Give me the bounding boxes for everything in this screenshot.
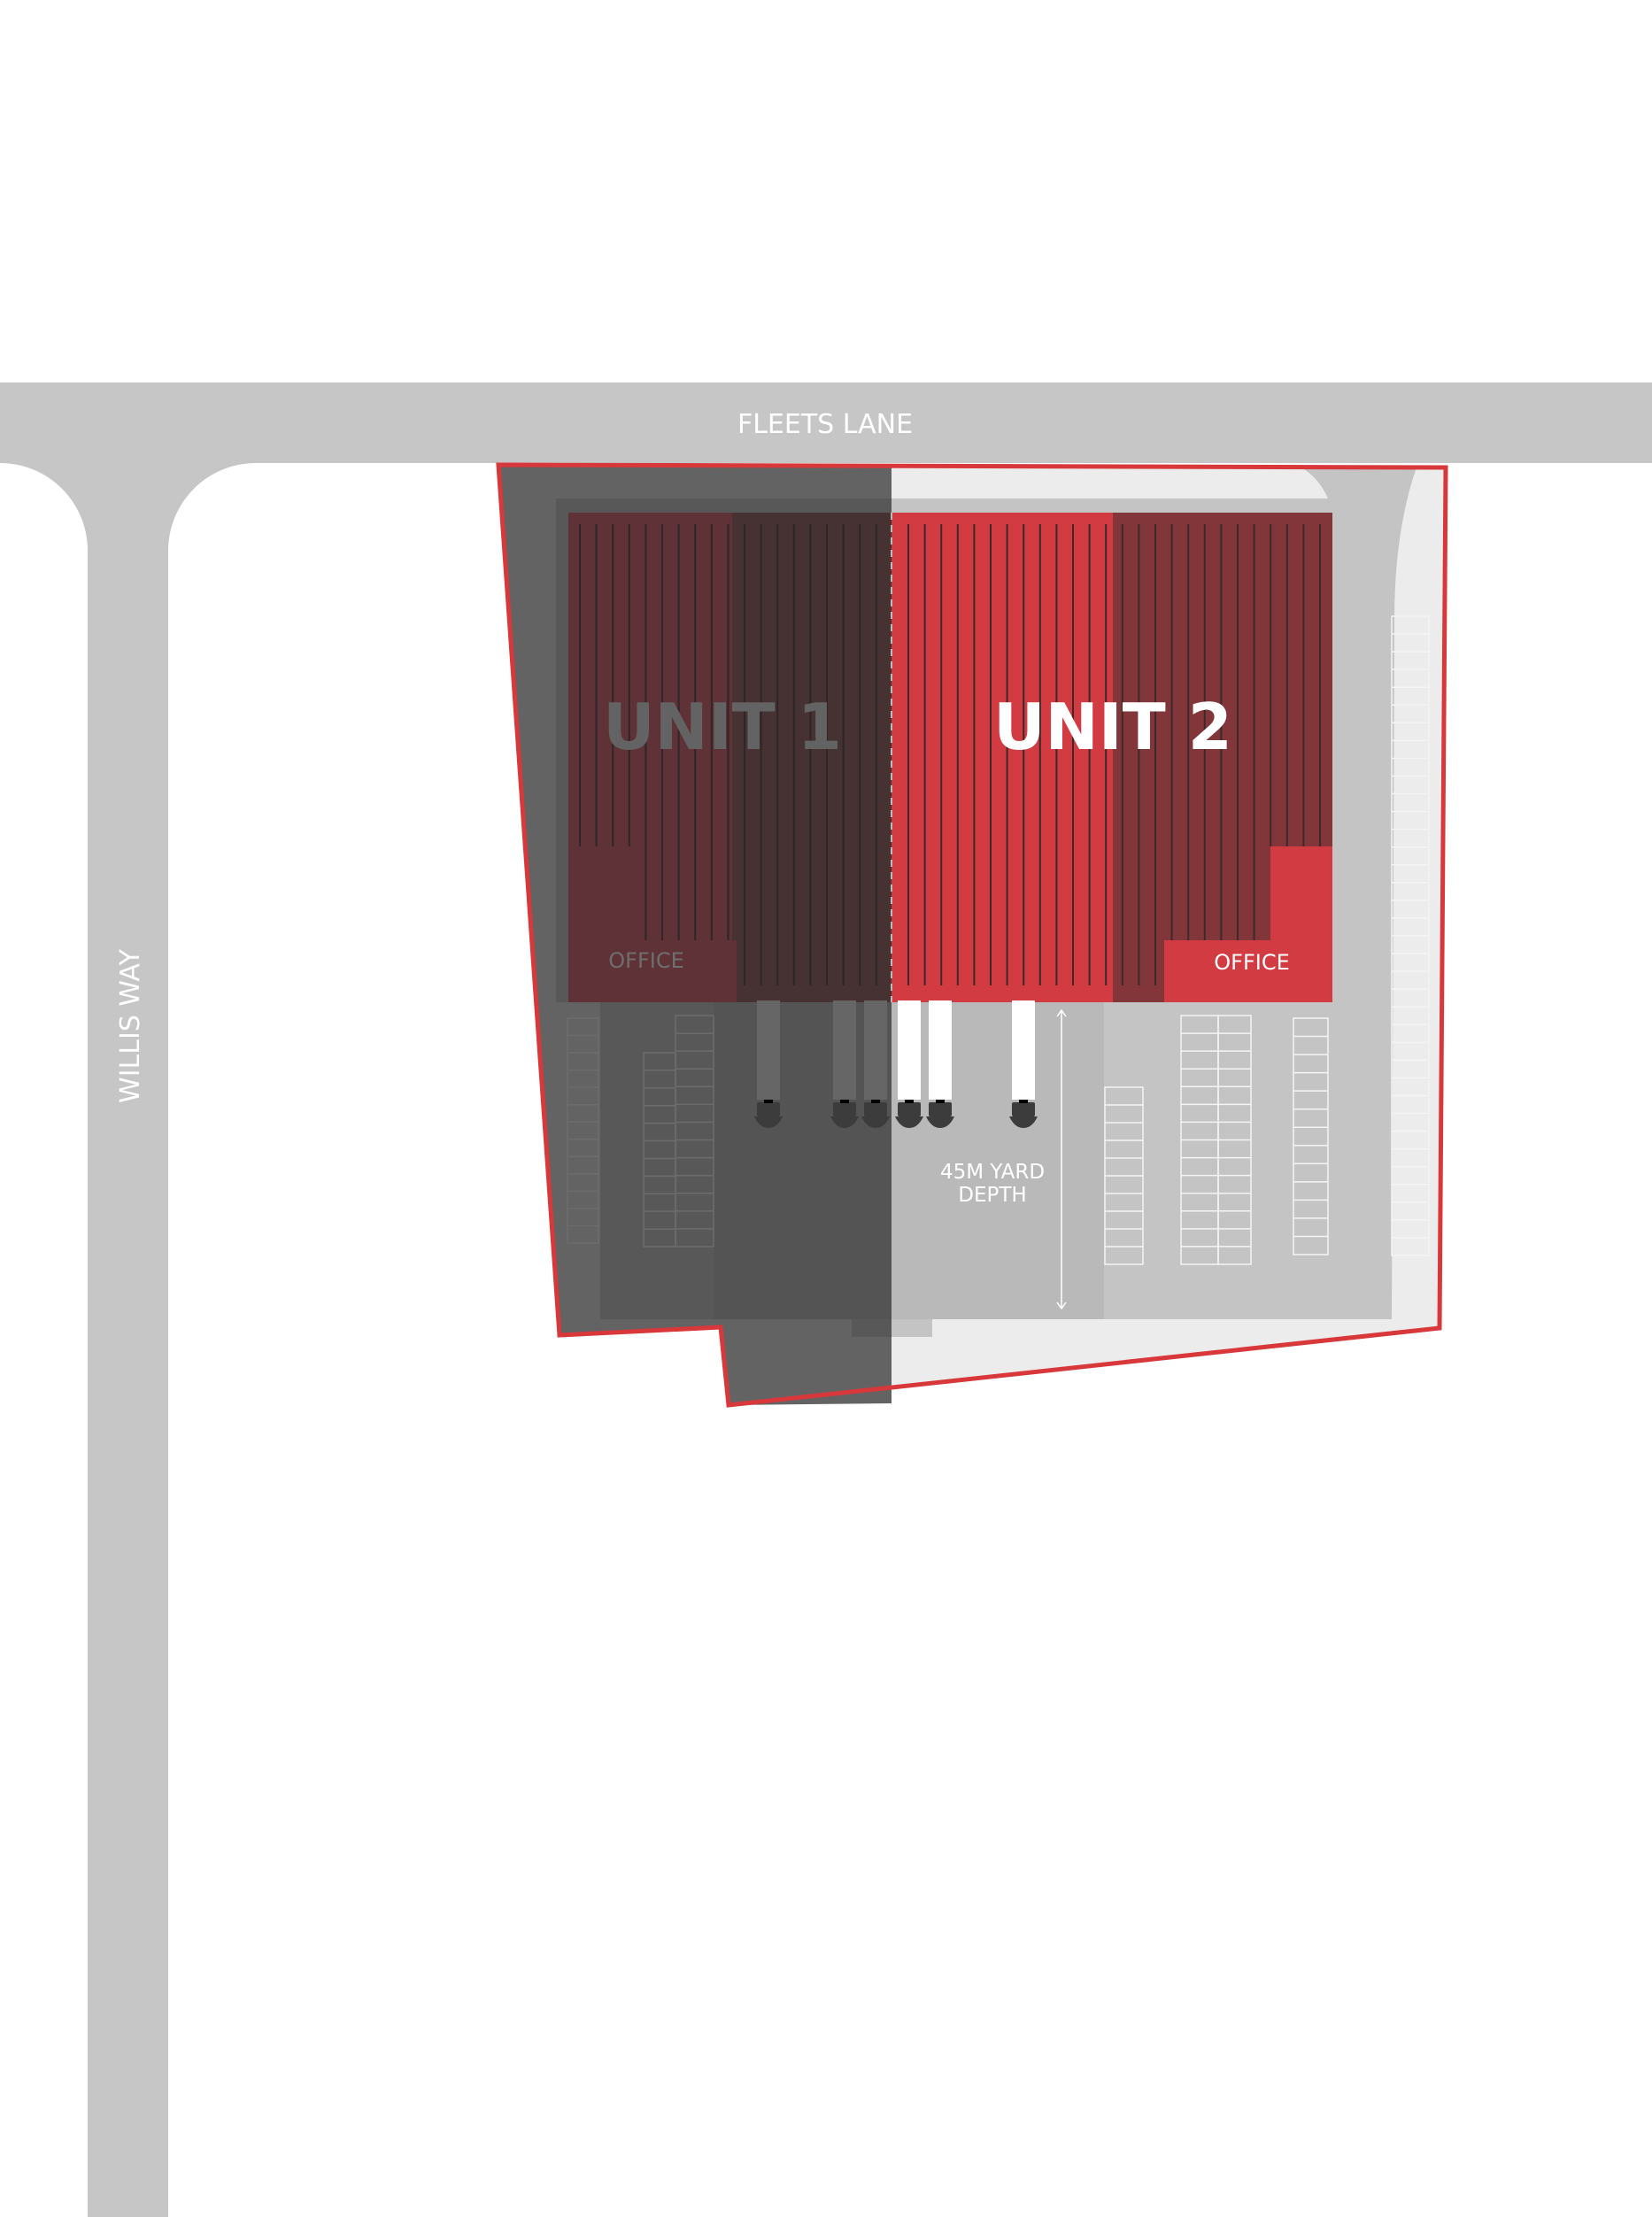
truck-hitch <box>871 1100 880 1103</box>
parking-bays <box>567 615 1430 1265</box>
truck-icon <box>1009 1000 1038 1128</box>
truck-cab <box>833 1102 856 1116</box>
truck-hitch <box>764 1100 773 1103</box>
parking-grid <box>1391 615 1430 1256</box>
truck-cab-front <box>830 1116 859 1128</box>
unit1-office-label: OFFICE <box>608 948 684 973</box>
unit2-building <box>892 513 1332 1002</box>
truck-hitch <box>840 1100 849 1103</box>
truck-icon <box>926 1000 954 1128</box>
truck-cab <box>929 1102 952 1116</box>
unit1-label[interactable]: UNIT 1 <box>603 690 842 764</box>
fleets-lane-road <box>0 382 1652 463</box>
parking-grid <box>1217 1015 1252 1265</box>
truck-trailer <box>1012 1000 1035 1100</box>
site-boundary <box>496 462 1448 1408</box>
unit1-building <box>568 513 892 1002</box>
yard-depth-label-line1: 45M YARD <box>940 1161 1045 1184</box>
truck-icon <box>861 1000 890 1128</box>
truck-cab <box>898 1102 921 1116</box>
yard-depth-label-line2: DEPTH <box>958 1184 1026 1207</box>
parking-grid <box>675 1015 714 1248</box>
parking-grid <box>1104 1086 1144 1265</box>
roads <box>0 382 1652 2217</box>
unit1-service-yard <box>714 1002 892 1319</box>
loading-trucks <box>754 1000 1038 1128</box>
truck-trailer <box>929 1000 952 1100</box>
truck-cab-front <box>895 1116 923 1128</box>
parking-outline <box>1293 1017 1329 1255</box>
parking-outline <box>567 1017 599 1244</box>
willis-way-road <box>0 463 256 2217</box>
truck-cab-front <box>861 1116 890 1128</box>
truck-cab <box>864 1102 887 1116</box>
unit2-label[interactable]: UNIT 2 <box>993 690 1232 764</box>
willis-way-label: WILLIS WAY <box>115 948 146 1103</box>
unit1-roof-lines <box>579 524 877 985</box>
truck-cab-front <box>1009 1116 1038 1128</box>
unit2-roof-lines <box>907 524 1321 985</box>
parking-grid <box>1180 1015 1219 1265</box>
yard-depth-arrow <box>1056 1008 1067 1310</box>
truck-trailer <box>833 1000 856 1100</box>
truck-cab <box>757 1102 780 1116</box>
unit2-office-label: OFFICE <box>1214 950 1290 975</box>
truck-trailer <box>757 1000 780 1100</box>
truck-cab <box>1012 1102 1035 1116</box>
truck-cab-front <box>754 1116 783 1128</box>
truck-icon <box>895 1000 923 1128</box>
truck-trailer <box>898 1000 921 1100</box>
truck-icon <box>830 1000 859 1128</box>
truck-hitch <box>1019 1100 1028 1103</box>
parking-grid <box>1293 1017 1329 1255</box>
truck-hitch <box>905 1100 914 1103</box>
truck-icon <box>754 1000 783 1128</box>
fleets-lane-label: FLEETS LANE <box>737 409 913 440</box>
unit2-office-block <box>1164 846 1332 1002</box>
parking-outline <box>675 1015 714 1248</box>
unit2-service-yard <box>892 1002 1104 1319</box>
truck-trailer <box>864 1000 887 1100</box>
truck-cab-front <box>926 1116 954 1128</box>
truck-hitch <box>936 1100 945 1103</box>
parking-grid <box>567 1017 599 1244</box>
